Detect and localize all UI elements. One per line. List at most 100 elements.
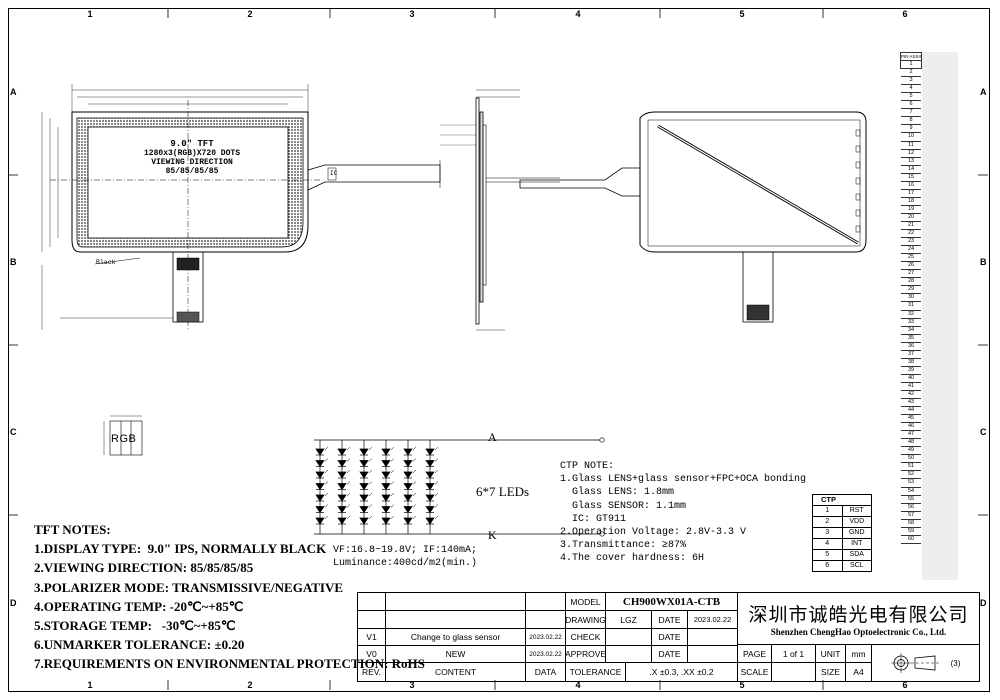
pin-table-title: PIN ASSIGNMENT	[900, 52, 922, 62]
led-diode	[337, 483, 347, 491]
pin-number: 11	[901, 142, 921, 150]
pin-number: 50	[901, 455, 921, 464]
pin-number: 7	[901, 109, 921, 118]
pin-number: 24	[901, 246, 921, 255]
ctp-pin-signal: SDA	[849, 551, 864, 558]
pin-number: 10	[901, 133, 921, 142]
scale-label: SCALE	[738, 663, 772, 681]
zone-row-label: D	[980, 598, 987, 608]
pin-number: 5	[901, 93, 921, 102]
rev-header: REV.	[358, 663, 386, 681]
page-label: PAGE	[738, 645, 772, 663]
pin-number: 58	[901, 520, 921, 528]
zone-col-label: 2	[247, 680, 253, 690]
led-diode	[315, 448, 325, 456]
led-emission-arrow	[412, 469, 417, 474]
panel-resolution: 1280x3(RGB)X720 DOTS	[143, 149, 240, 158]
tft-note-4: 4.OPERATING TEMP: -20℃~+85℃	[34, 598, 244, 614]
led-emission-arrow	[434, 446, 439, 451]
zone-col-label: 1	[87, 9, 93, 19]
led-emission-arrow	[434, 504, 439, 508]
pin-number: 43	[901, 399, 921, 408]
led-diode	[403, 494, 413, 502]
led-diode	[337, 471, 347, 479]
ctp-pin-signal: VDD	[849, 518, 865, 525]
led-emission-arrow	[390, 469, 395, 474]
led-diode	[337, 494, 347, 502]
unit-label: UNIT	[816, 645, 846, 663]
led-diode	[315, 494, 325, 502]
zone-col-label: 4	[575, 680, 581, 690]
pin-number: 52	[901, 471, 921, 480]
zone-col-label: 2	[247, 9, 253, 19]
led-diode	[315, 460, 325, 468]
led-diode	[359, 506, 369, 514]
projection-icon	[890, 653, 939, 673]
rev-cell-2: V0	[358, 646, 386, 663]
rgb-pixel-drawing	[103, 415, 143, 456]
pin-number: 47	[901, 431, 921, 440]
pin-number: 15	[901, 174, 921, 182]
check-date-label: DATE	[652, 629, 688, 646]
led-emission-arrow	[324, 446, 329, 451]
pin-number: 33	[901, 319, 921, 327]
approve-date-label: DATE	[652, 646, 688, 663]
pin-number: 17	[901, 190, 921, 198]
rev-content-2: NEW	[386, 646, 526, 663]
led-emission-arrow	[346, 446, 351, 451]
ctp-note-6: 3.Transmittance: ≥87%	[560, 540, 687, 552]
ctp-pin-number: 3	[813, 528, 843, 538]
zone-col-label: 3	[409, 680, 415, 690]
size-value: A4	[846, 663, 872, 681]
pin-number: 59	[901, 528, 921, 536]
pin-number: 60	[901, 536, 921, 544]
side-view	[440, 89, 560, 331]
back-view	[519, 111, 867, 323]
tft-note-5: 5.STORAGE TEMP: -30℃~+85℃	[34, 618, 236, 634]
cathode-terminal	[599, 531, 605, 537]
model-value: CH900WX01A-CTB	[606, 593, 738, 611]
projection-symbol: (3)	[872, 645, 979, 681]
pin-number: 19	[901, 206, 921, 214]
rev-date-2: 2023.02.22	[526, 646, 566, 663]
pin-number: 21	[901, 222, 921, 231]
led-diode	[337, 460, 347, 468]
led-diode	[359, 494, 369, 502]
led-emission-arrow	[368, 492, 373, 497]
led-emission-arrow	[368, 458, 373, 462]
ctp-note-1: 1.Glass LENS+glass sensor+FPC+OCA bondin…	[560, 474, 807, 486]
ctp-notes: CTP NOTE: 1.Glass LENS+glass sensor+FPC+…	[560, 460, 806, 566]
ctp-note-5: 2.Operation Voltage: 2.8V-3.3 V	[560, 527, 747, 539]
led-diode	[337, 448, 347, 456]
unit-value: mm	[846, 645, 872, 663]
pin-number: 3	[901, 77, 921, 86]
front-view	[41, 84, 441, 330]
led-emission-arrow	[434, 458, 439, 462]
led-diode	[381, 448, 391, 456]
led-diode	[403, 471, 413, 479]
model-label: MODEL	[566, 593, 606, 611]
ctp-note-4: IC: GT911	[560, 513, 627, 525]
front-view-label: 9.0" TFT 1280x3(RGB)X720 DOTS VIEWING DI…	[122, 140, 262, 177]
led-diode	[425, 483, 435, 491]
pin-number: 22	[901, 230, 921, 239]
zone-dividers	[8, 8, 988, 690]
pin-number: 14	[901, 166, 921, 174]
led-diode	[381, 517, 391, 525]
led-emission-arrow	[368, 481, 373, 485]
date-value: 2023.02.22	[688, 611, 738, 629]
pin-number: 44	[901, 407, 921, 416]
pin-number: 45	[901, 415, 921, 424]
page-value: 1 of 1	[772, 645, 816, 663]
pin-number: 31	[901, 302, 921, 311]
led-emission-arrow	[412, 458, 417, 462]
led-diode	[315, 517, 325, 525]
led-emission-arrow	[346, 469, 351, 474]
pin-number: 39	[901, 367, 921, 375]
ctp-note-3: Glass SENSOR: 1.1mm	[560, 500, 687, 512]
led-emission-arrow	[390, 492, 395, 497]
pin-number: 57	[901, 512, 921, 520]
